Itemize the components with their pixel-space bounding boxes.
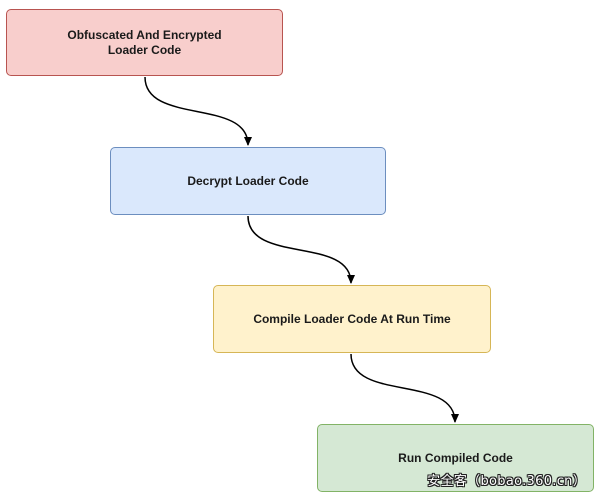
edge-compile-to-run xyxy=(350,353,459,423)
node-decrypt-loader-code: Decrypt Loader Code xyxy=(110,147,386,215)
edge-obfuscated-to-decrypt xyxy=(144,76,252,146)
edge-decrypt-to-compile xyxy=(247,215,355,284)
node-obfuscated-encrypted-loader-code: Obfuscated And Encrypted Loader Code xyxy=(6,9,283,76)
node-compile-loader-code: Compile Loader Code At Run Time xyxy=(213,285,491,353)
watermark-text: 安全客（bobao.360.cn） xyxy=(427,474,586,489)
node-run-compiled-code: Run Compiled Code xyxy=(317,424,594,492)
